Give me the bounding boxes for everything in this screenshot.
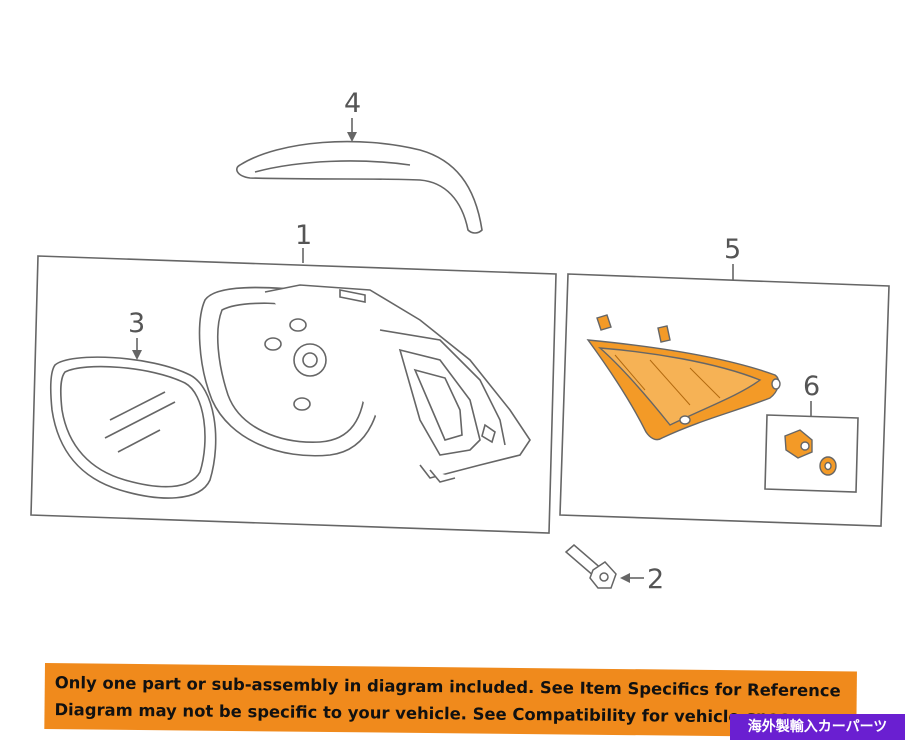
part-5-box bbox=[559, 273, 890, 527]
part-4-mirror-cap[interactable] bbox=[236, 140, 483, 234]
part-2-bolt[interactable] bbox=[564, 544, 617, 589]
import-parts-badge: 海外製輸入カーパーツ bbox=[730, 714, 905, 740]
arrow-icon bbox=[620, 573, 630, 583]
callout-6[interactable]: 6 bbox=[803, 371, 820, 402]
arrow-icon bbox=[347, 132, 357, 142]
callout-1[interactable]: 1 bbox=[295, 220, 312, 251]
part-3-mirror-glass[interactable] bbox=[49, 356, 217, 499]
part-5-signal-lamp[interactable] bbox=[586, 314, 781, 441]
part-1-box bbox=[30, 255, 557, 534]
part-1-mirror-assembly[interactable] bbox=[198, 284, 531, 483]
part-6-box bbox=[764, 414, 859, 493]
callout-2[interactable]: 2 bbox=[647, 564, 664, 595]
part-6-clip[interactable] bbox=[784, 429, 837, 476]
callout-3[interactable]: 3 bbox=[128, 308, 145, 339]
arrow-icon bbox=[132, 350, 142, 360]
callout-5[interactable]: 5 bbox=[724, 234, 741, 265]
callout-4[interactable]: 4 bbox=[344, 88, 361, 119]
